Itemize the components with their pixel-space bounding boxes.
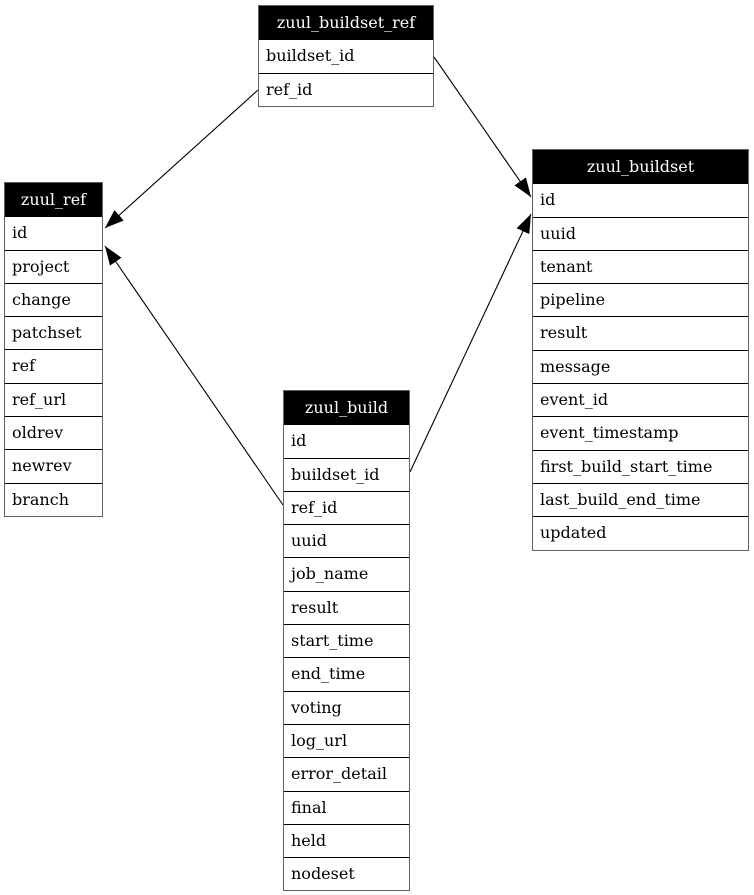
column-row-zuul_buildset-updated: updated (533, 516, 748, 550)
edge-zuul_build.buildset_id-to-zuul_buildset.id (409, 213, 532, 473)
column-row-zuul_buildset-id: id (533, 183, 748, 217)
edge-zuul_build.ref_id-to-zuul_ref.id (104, 245, 284, 506)
column-row-zuul_build-id: id (284, 424, 409, 458)
column-row-zuul_build-log_url: log_url (284, 723, 409, 758)
column-row-zuul_ref-patchset: patchset (5, 316, 102, 350)
column-row-zuul_build-job_name: job_name (284, 557, 409, 591)
column-row-zuul_ref-newrev: newrev (5, 449, 102, 483)
column-row-zuul_build-final: final (284, 790, 409, 824)
column-row-zuul_build-uuid: uuid (284, 524, 409, 558)
table-title-zuul_buildset: zuul_buildset (533, 150, 748, 184)
column-row-zuul_build-result: result (284, 590, 409, 625)
column-row-zuul_buildset-uuid: uuid (533, 216, 748, 250)
column-row-zuul_buildset_ref-buildset_id: buildset_id (259, 39, 433, 73)
table-title-zuul_build: zuul_build (284, 391, 409, 425)
edge-zuul_buildset_ref.ref_id-to-zuul_ref.id (104, 89, 259, 229)
column-row-zuul_buildset-tenant: tenant (533, 249, 748, 284)
column-row-zuul_build-buildset_id: buildset_id (284, 457, 409, 491)
edge-zuul_buildset_ref.buildset_id-to-zuul_buildset.id (433, 56, 532, 198)
column-row-zuul_build-ref_id: ref_id (284, 490, 409, 525)
column-row-zuul_ref-id: id (5, 216, 102, 250)
table-title-zuul_buildset_ref: zuul_buildset_ref (259, 6, 433, 40)
column-row-zuul_build-nodeset: nodeset (284, 857, 409, 891)
column-row-zuul_build-end_time: end_time (284, 657, 409, 691)
column-row-zuul_buildset_ref-ref_id: ref_id (259, 72, 433, 106)
column-row-zuul_ref-ref: ref (5, 349, 102, 383)
column-row-zuul_build-voting: voting (284, 690, 409, 724)
column-row-zuul_build-held: held (284, 823, 409, 858)
column-row-zuul_buildset-pipeline: pipeline (533, 283, 748, 317)
column-row-zuul_ref-change: change (5, 282, 102, 317)
column-row-zuul_ref-branch: branch (5, 482, 102, 516)
column-row-zuul_buildset-result: result (533, 316, 748, 350)
column-row-zuul_buildset-message: message (533, 349, 748, 384)
table-title-zuul_ref: zuul_ref (5, 183, 102, 217)
column-row-zuul_buildset-event_timestamp: event_timestamp (533, 416, 748, 450)
column-row-zuul_buildset-last_build_end_time: last_build_end_time (533, 482, 748, 517)
column-row-zuul_ref-project: project (5, 249, 102, 283)
column-row-zuul_buildset-event_id: event_id (533, 383, 748, 417)
column-row-zuul_build-start_time: start_time (284, 624, 409, 658)
column-row-zuul_buildset-first_build_start_time: first_build_start_time (533, 449, 748, 483)
column-row-zuul_ref-ref_url: ref_url (5, 382, 102, 417)
column-row-zuul_build-error_detail: error_detail (284, 757, 409, 791)
column-row-zuul_ref-oldrev: oldrev (5, 416, 102, 450)
